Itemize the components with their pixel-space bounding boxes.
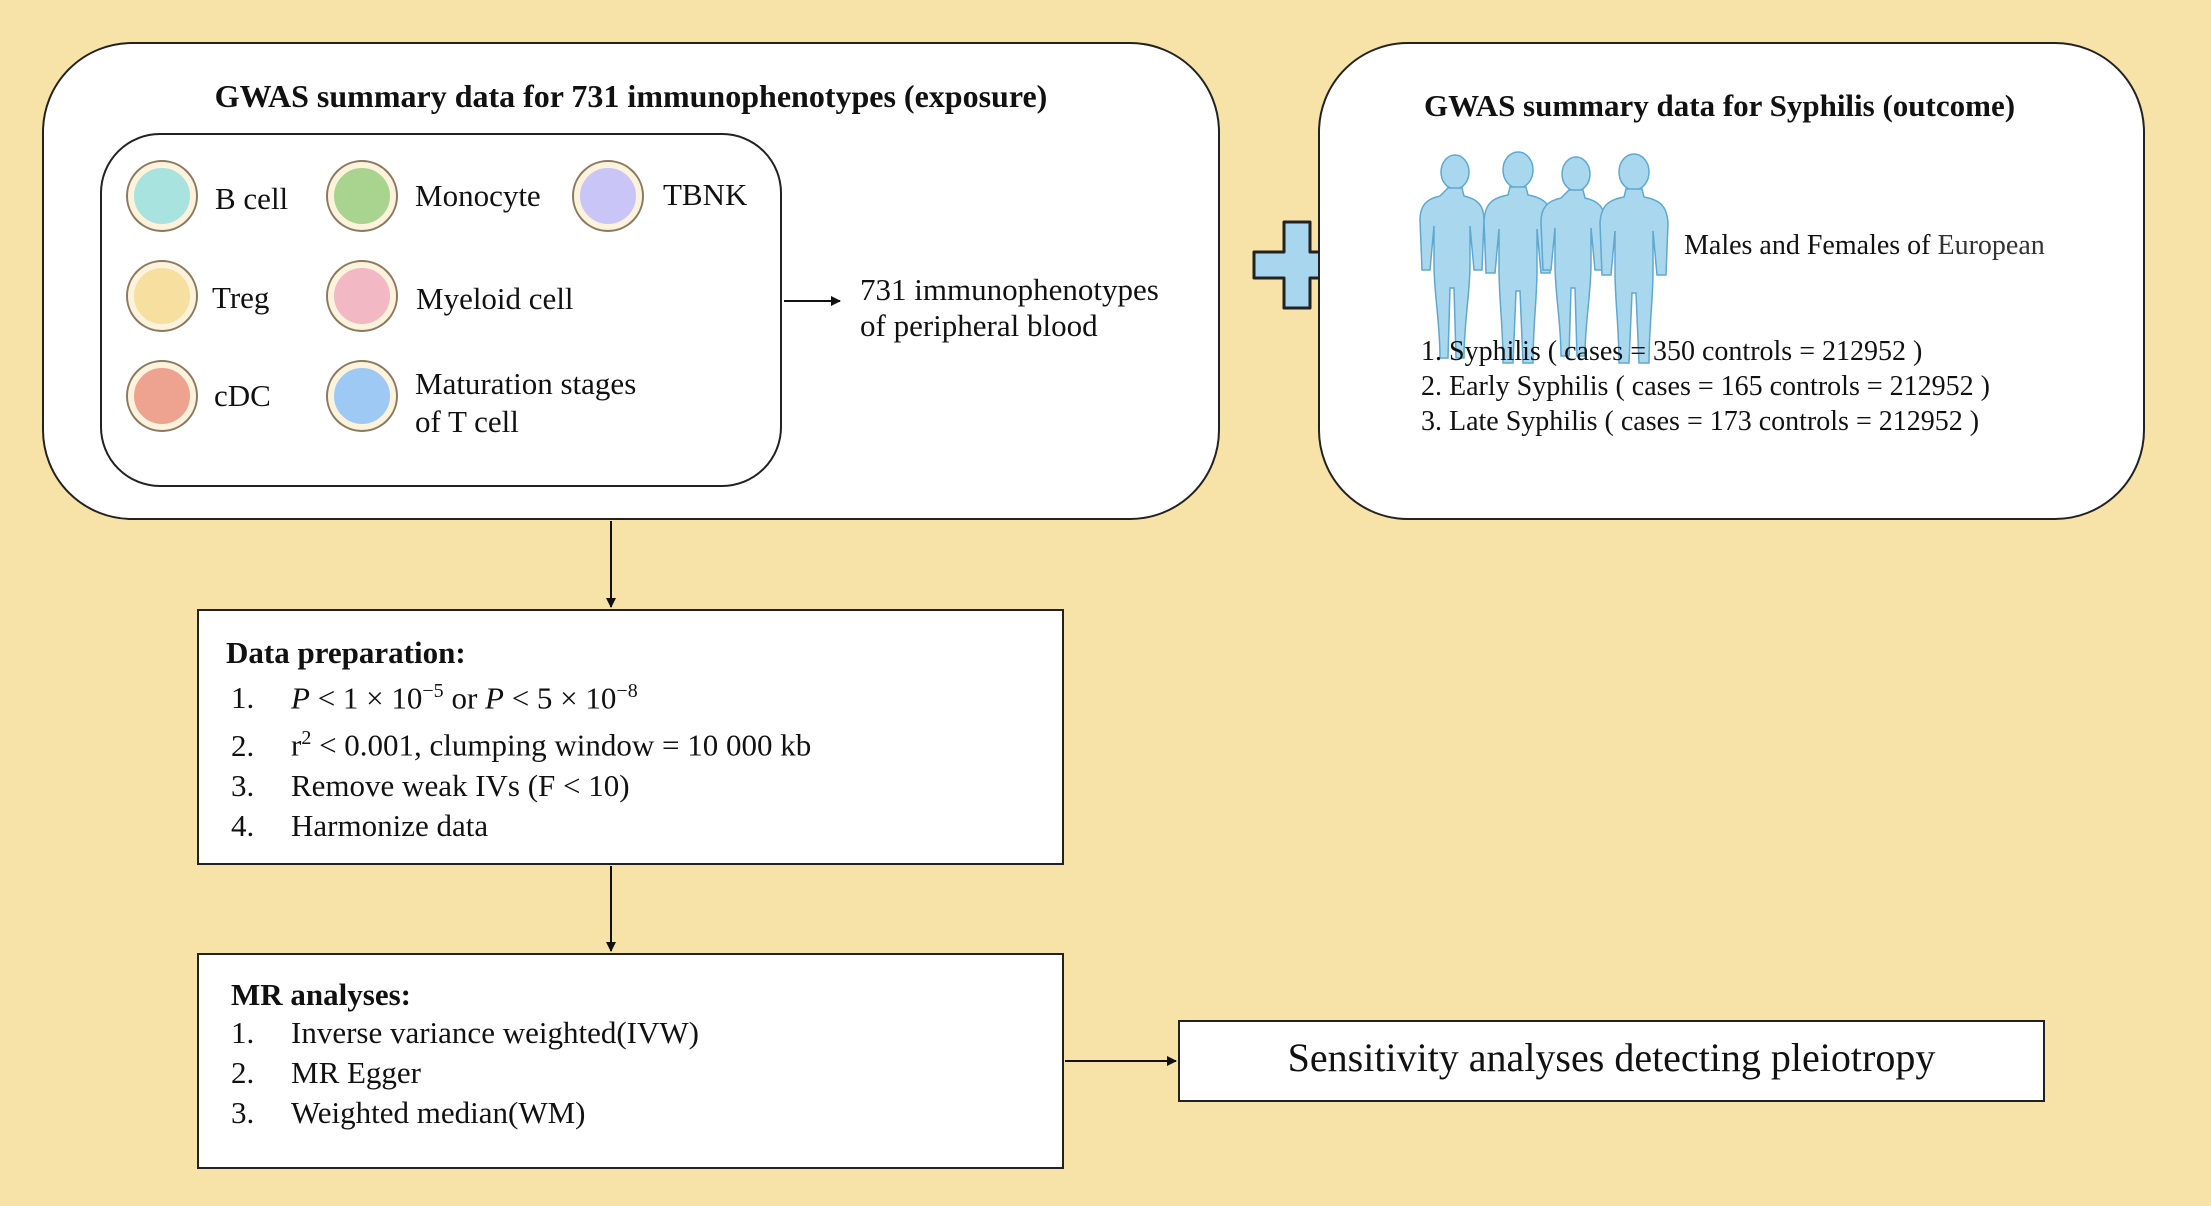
- outcome-item-2: 2. Early Syphilis ( cases = 165 controls…: [1421, 371, 1990, 402]
- mr-analyses-steps: 1. Inverse variance weighted(IVW) 2. MR Eg…: [231, 1013, 699, 1133]
- mr-analyses-step-2: 2. MR Egger: [231, 1053, 699, 1093]
- p-symbol: P: [485, 680, 504, 716]
- cell-type-panel: [100, 133, 782, 487]
- population-prefix: Males and Females of: [1684, 230, 1938, 261]
- cdc-label: cDC: [214, 378, 271, 413]
- step-number: 3.: [231, 767, 255, 803]
- b-cell-circle: [128, 162, 196, 230]
- myeloid-cell-label: Myeloid cell: [416, 281, 574, 316]
- step-text: MR Egger: [291, 1055, 422, 1090]
- myeloid-cell-circle: [328, 262, 396, 330]
- data-preparation-step-3: 3. Remove weak IVs (F < 10): [231, 766, 811, 806]
- threshold-text: < 5 × 10: [503, 680, 617, 716]
- exponent: −8: [616, 680, 638, 702]
- exposure-result-line2: of peripheral blood: [860, 308, 1098, 343]
- or-text: or: [443, 680, 486, 716]
- mr-analyses-step-3: 3. Weighted median(WM): [231, 1093, 699, 1133]
- monocyte-label: Monocyte: [415, 178, 541, 213]
- t-cell-maturation-label-line2: of T cell: [415, 404, 519, 439]
- step-text: Weighted median(WM): [291, 1095, 586, 1130]
- outcome-item-1: 1. Syphilis ( cases = 350 controls = 212…: [1421, 336, 1923, 367]
- exposure-title: GWAS summary data for 731 immunophenotyp…: [214, 78, 1048, 114]
- treg-label: Treg: [212, 280, 270, 315]
- step-text: Inverse variance weighted(IVW): [291, 1015, 699, 1050]
- clumping-text: < 0.001, clumping window = 10 000 kb: [311, 727, 812, 763]
- r-symbol: r: [291, 727, 302, 763]
- data-preparation-box: Data preparation: 1. P < 1 × 10−5 or P < …: [197, 609, 1064, 865]
- data-preparation-step-1: 1. P < 1 × 10−5 or P < 5 × 10−8: [231, 671, 811, 718]
- t-cell-maturation-circle: [328, 362, 396, 430]
- threshold-text: < 1 × 10: [309, 680, 423, 716]
- step-number: 4.: [231, 807, 255, 843]
- outcome-box: GWAS summary data for Syphilis (outcome): [1318, 42, 2145, 520]
- data-preparation-title: Data preparation:: [226, 635, 466, 670]
- data-preparation-step-4: 4. Harmonize data: [231, 806, 811, 846]
- exposure-result-line1: 731 immunophenotypes: [860, 272, 1159, 307]
- sensitivity-box: Sensitivity analyses detecting pleiotrop…: [1178, 1020, 2045, 1102]
- data-preparation-steps: 1. P < 1 × 10−5 or P < 5 × 10−8 2. r2 < 0.…: [231, 671, 811, 846]
- step-number: 1.: [231, 1015, 255, 1050]
- sensitivity-label: Sensitivity analyses detecting pleiotrop…: [1287, 1035, 1936, 1080]
- step-number: 1.: [231, 680, 255, 716]
- b-cell-label: B cell: [215, 181, 289, 216]
- mr-analyses-step-1: 1. Inverse variance weighted(IVW): [231, 1013, 699, 1053]
- step-number: 2.: [231, 727, 255, 763]
- cdc-circle: [128, 362, 196, 430]
- tbnk-circle: [574, 162, 642, 230]
- p-symbol: P: [291, 680, 310, 716]
- outcome-item-3: 3. Late Syphilis ( cases = 173 controls …: [1421, 406, 1980, 437]
- treg-circle: [128, 262, 196, 330]
- step-text: Harmonize data: [291, 807, 489, 843]
- population-label: Males and Females of European: [1684, 230, 2045, 262]
- mr-analyses-box: MR analyses: 1. Inverse variance weighted…: [197, 953, 1064, 1169]
- exponent: −5: [422, 680, 444, 702]
- population-region: European: [1937, 230, 2045, 261]
- data-preparation-step-2: 2. r2 < 0.001, clumping window = 10 000 k…: [231, 718, 811, 765]
- t-cell-maturation-label: Maturation stages: [415, 366, 637, 401]
- step-text: Remove weak IVs (F < 10): [291, 767, 630, 803]
- r-exponent: 2: [301, 727, 312, 750]
- step-number: 3.: [231, 1095, 255, 1130]
- outcome-title: GWAS summary data for Syphilis (outcome): [1424, 88, 2016, 123]
- step-number: 2.: [231, 1055, 255, 1090]
- tbnk-label: TBNK: [663, 177, 748, 212]
- mr-analyses-title: MR analyses:: [231, 977, 411, 1012]
- monocyte-circle: [328, 162, 396, 230]
